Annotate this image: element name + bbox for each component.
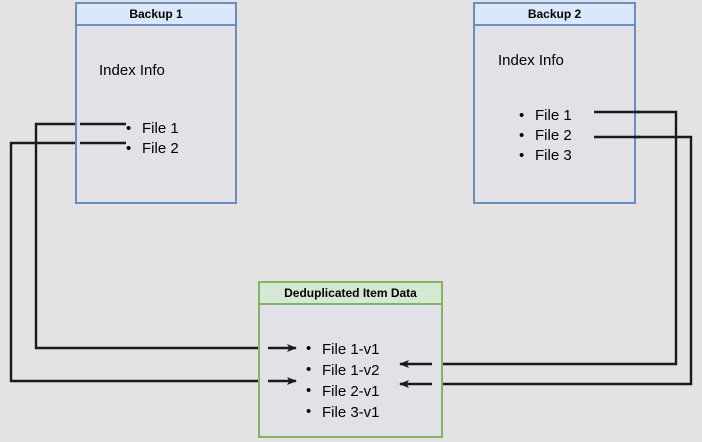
backup-2-header: Backup 2 [475,4,634,26]
deduplicated-file-list: File 1-v1 File 1-v2 File 2-v1 File 3-v1 [306,339,380,423]
list-item[interactable]: File 1-v2 [306,360,380,381]
backup-1-index-info-label: Index Info [99,62,165,79]
backup-2-file-label: File 1 [535,107,572,124]
dedup-file-label: File 3-v1 [322,404,380,421]
connector-b2-file2-to-file2v1 [399,135,693,388]
backup-2-index-info-label: Index Info [498,52,564,69]
list-item[interactable]: File 3-v1 [306,402,380,423]
dedup-file-label: File 1-v1 [322,341,380,358]
backup-2-box[interactable]: Backup 2 Index Info File 1 File 2 File 3 [473,2,636,204]
backup-1-header: Backup 1 [77,4,235,26]
deduplicated-item-data-box[interactable]: Deduplicated Item Data File 1-v1 File 1-… [258,281,443,438]
backup-1-title: Backup 1 [129,7,183,21]
backup-2-file-label: File 3 [535,147,572,164]
dedup-file-label: File 2-v1 [322,383,380,400]
connector-b1-file2-to-file2v1 [9,141,297,385]
list-item[interactable]: File 2 [519,126,572,146]
list-item[interactable]: File 2-v1 [306,381,380,402]
deduplicated-item-data-header: Deduplicated Item Data [260,283,441,305]
list-item[interactable]: File 1 [126,119,179,139]
backup-2-file-list: File 1 File 2 File 3 [519,106,572,166]
backup-1-file-label: File 1 [142,120,179,137]
backup-2-title: Backup 2 [527,7,582,21]
dedup-file-label: File 1-v2 [322,362,380,379]
list-item[interactable]: File 1 [519,106,572,126]
list-item[interactable]: File 2 [126,139,179,159]
backup-1-box[interactable]: Backup 1 Index Info File 1 File 2 [75,2,237,204]
backup-1-file-list: File 1 File 2 [126,119,179,159]
backup-1-file-label: File 2 [142,140,179,157]
list-item[interactable]: File 3 [519,146,572,166]
backup-2-file-label: File 2 [535,127,572,144]
deduplicated-item-data-title: Deduplicated Item Data [284,286,417,300]
list-item[interactable]: File 1-v1 [306,339,380,360]
